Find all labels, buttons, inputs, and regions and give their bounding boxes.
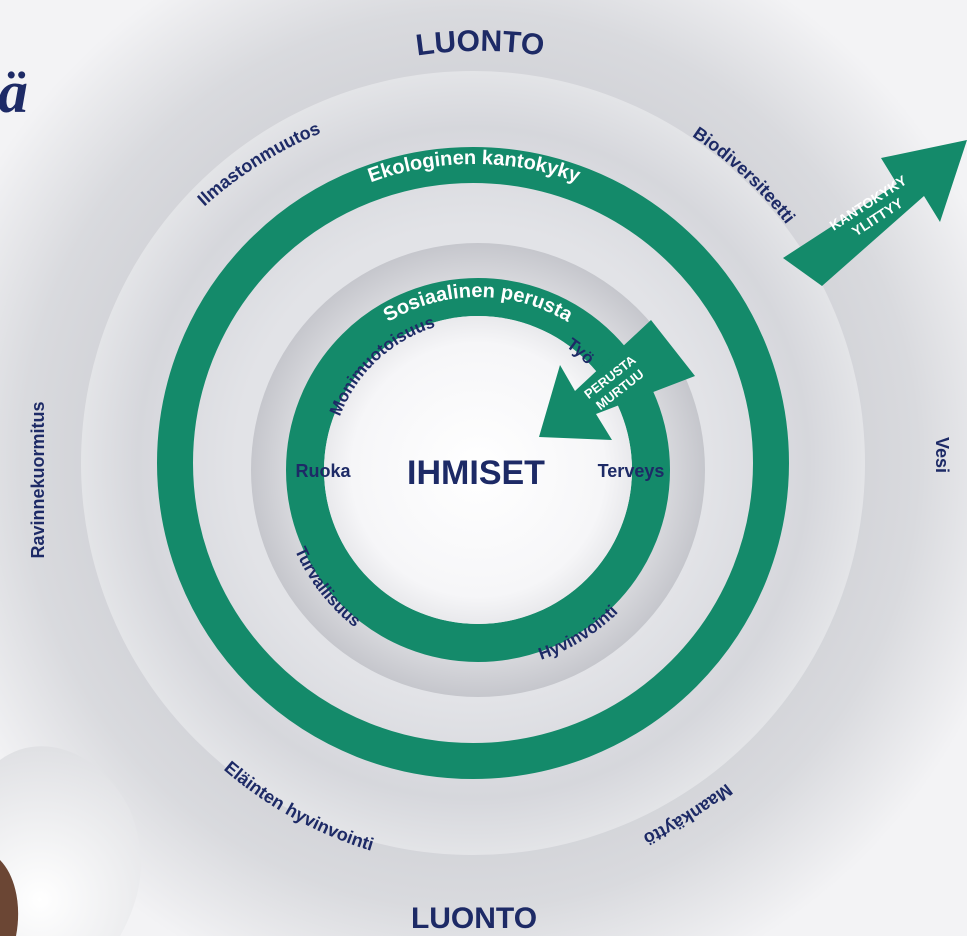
foundation-label-health: Terveys xyxy=(598,461,665,481)
foundation-label-food: Ruoka xyxy=(295,461,351,481)
center-label-people: IHMISET xyxy=(407,454,545,492)
person-shoulder-image xyxy=(0,746,141,936)
cropped-heading-letter: ä xyxy=(0,59,28,125)
person-hair-image xyxy=(0,860,19,936)
boundary-label-water: Vesi xyxy=(932,437,952,473)
social-foundation-ring xyxy=(286,278,670,662)
ecological-ceiling-ring xyxy=(157,147,789,779)
nature-label-bottom: LUONTO xyxy=(411,902,537,935)
boundary-label-nutrient-load: Ravinnekuormitus xyxy=(28,401,48,558)
